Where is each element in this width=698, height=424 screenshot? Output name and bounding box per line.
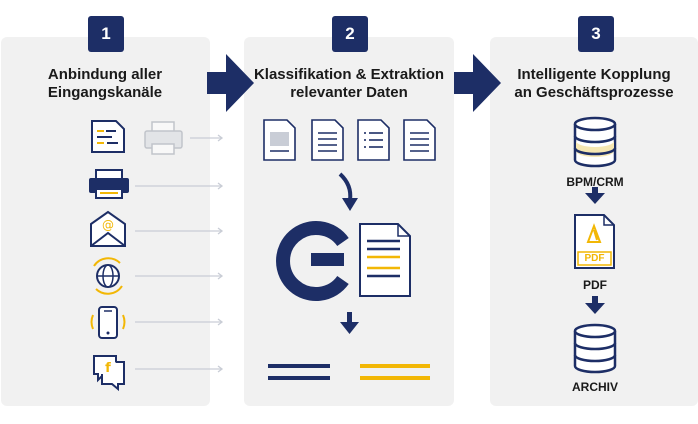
pdf-document-icon bbox=[574, 214, 615, 269]
svg-text:f: f bbox=[105, 361, 111, 376]
pdf-label: PDF bbox=[583, 278, 607, 292]
arrow-down-icon bbox=[340, 312, 359, 334]
globe-icon bbox=[93, 257, 123, 295]
fax-icon bbox=[89, 169, 129, 199]
channel-connectors bbox=[135, 134, 224, 373]
email-icon: @ bbox=[90, 210, 126, 247]
step-2-badge: 2 bbox=[332, 16, 368, 52]
arrow-down-icon bbox=[585, 303, 605, 314]
printer-icon bbox=[144, 121, 183, 155]
document-scan-icon bbox=[91, 120, 125, 153]
step-3-badge: 3 bbox=[578, 16, 614, 52]
logo-g-icon bbox=[276, 221, 349, 301]
step-3-title-line2: an Geschäftsprozesse bbox=[514, 84, 674, 101]
arrow-down-icon bbox=[585, 193, 605, 204]
archive-database-icon bbox=[573, 323, 617, 374]
database-icon bbox=[573, 116, 617, 168]
step-2-title-line2: relevanter Daten bbox=[290, 84, 408, 101]
step-1-badge: 1 bbox=[88, 16, 124, 52]
step-1-title-line1: Anbindung aller bbox=[47, 66, 163, 83]
big-arrow-right-icon bbox=[454, 54, 501, 112]
mobile-icon bbox=[90, 306, 126, 339]
curved-arrow-down-icon bbox=[338, 172, 358, 211]
step-1-title-line2: Eingangskanäle bbox=[47, 84, 163, 101]
bpm-crm-label: BPM/CRM bbox=[566, 175, 624, 189]
step-2-title: Klassifikation & Extraktion relevanter D… bbox=[244, 66, 454, 102]
document-icon bbox=[263, 119, 436, 161]
step-3-title-line1: Intelligente Kopplung bbox=[517, 66, 671, 83]
data-output-lines bbox=[268, 364, 430, 380]
svg-text:@: @ bbox=[102, 218, 114, 232]
extracted-document-icon bbox=[359, 223, 411, 297]
step-1-title: Anbindung aller Eingangskanäle bbox=[0, 66, 210, 102]
step-2-title-line1: Klassifikation & Extraktion bbox=[253, 66, 445, 83]
pdf-icon-label: PDF bbox=[584, 253, 605, 264]
step-2-panel bbox=[244, 37, 454, 406]
big-arrow-right-icon bbox=[207, 54, 254, 112]
step-3-title: Intelligente Kopplung an Geschäftsprozes… bbox=[489, 66, 698, 102]
archive-label: ARCHIV bbox=[571, 380, 618, 394]
social-chat-icon: f bbox=[93, 355, 125, 392]
